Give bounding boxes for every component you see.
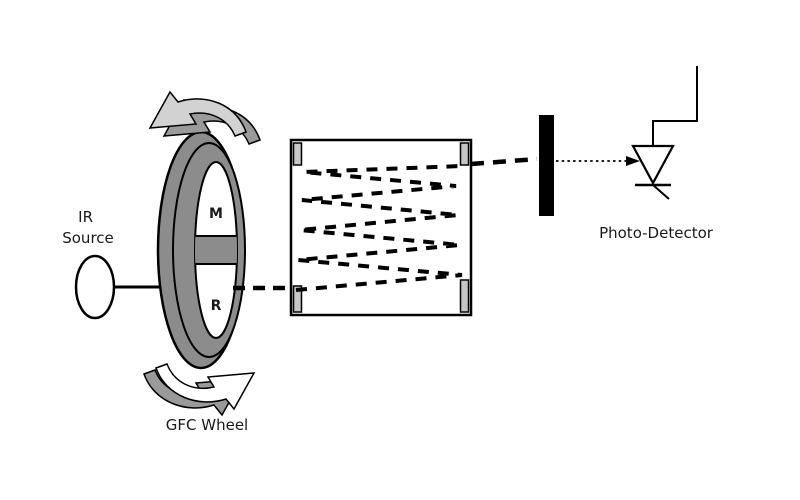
photo-detector-label: Photo-Detector: [599, 224, 714, 242]
gfc-wheel-label: GFC Wheel: [166, 416, 248, 434]
ir-source-label: IR Source: [62, 208, 114, 247]
cell-mirror-bottom-left: [292, 285, 303, 313]
rotation-arrow-bottom: [143, 363, 256, 417]
beam-cell-to-filter: [470, 156, 538, 167]
beam-arrowhead: [626, 156, 640, 166]
gfc-wheel-divider-band: [195, 235, 237, 265]
wheel-window-r-label: R: [211, 298, 222, 314]
cell-mirror-top-right: [459, 142, 470, 166]
detector-lead-wire: [652, 66, 698, 146]
optical-filter-bar: [539, 115, 554, 216]
ir-source-lamp: [74, 254, 116, 320]
rotation-arrow-top: [148, 90, 261, 145]
detector-bottom-lead: [652, 184, 670, 200]
beam-filter-to-detector: [556, 156, 640, 166]
wheel-window-m-label: M: [209, 206, 223, 222]
photo-detector-symbol: [631, 66, 698, 200]
gfc-wheel: M R: [156, 130, 246, 370]
detector-diode-triangle: [631, 144, 675, 186]
cell-mirror-bottom-right: [459, 279, 470, 313]
multipass-beam: [295, 164, 463, 292]
rotation-arrow-top-front: [148, 90, 247, 137]
rotation-arrow-bottom-front: [155, 363, 256, 411]
cell-mirror-top-left: [292, 142, 303, 166]
